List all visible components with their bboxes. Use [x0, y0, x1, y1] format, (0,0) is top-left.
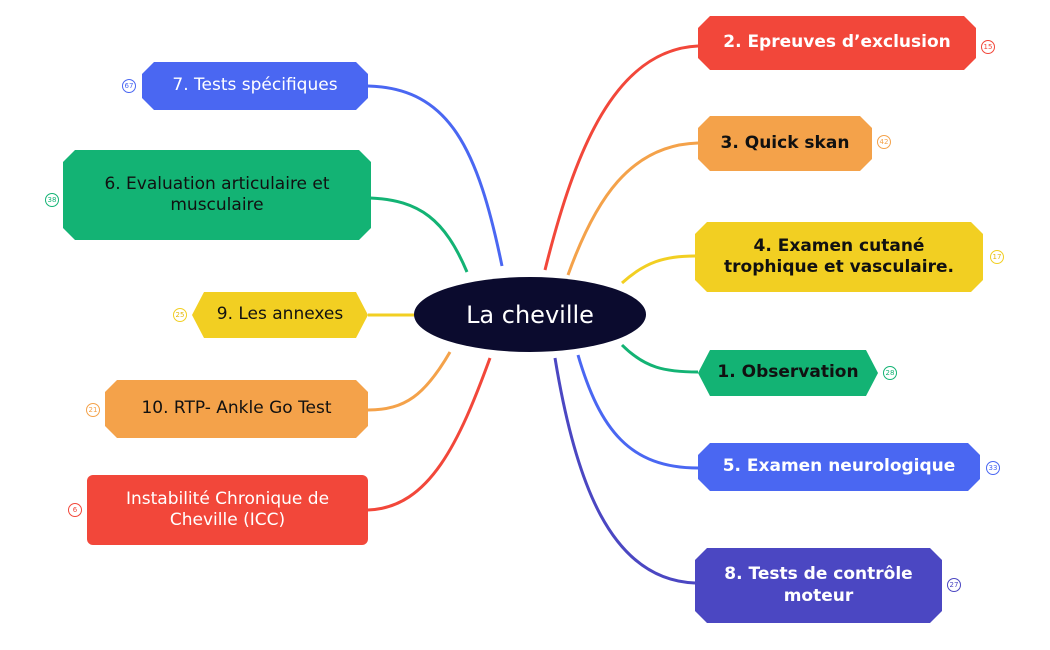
- count-badge[interactable]: 6: [68, 503, 82, 517]
- count-badge[interactable]: 25: [173, 308, 187, 322]
- topic-4-examen-cutane[interactable]: 4. Examen cutané trophique et vasculaire…: [695, 222, 983, 292]
- topic-label: 2. Epreuves d’exclusion: [723, 32, 951, 53]
- central-topic-label: La cheville: [466, 300, 594, 329]
- connector-icc: [367, 357, 492, 512]
- topic-10-rtp-ankle-go-test[interactable]: 10. RTP- Ankle Go Test: [105, 380, 368, 438]
- topic-label: 4. Examen cutané trophique et vasculaire…: [724, 235, 954, 277]
- topic-instabilite-chronique[interactable]: Instabilité Chronique de Cheville (ICC): [87, 475, 368, 545]
- count-badge[interactable]: 33: [986, 461, 1000, 475]
- connector-4: [620, 254, 696, 285]
- topic-label: Instabilité Chronique de Cheville (ICC): [125, 488, 330, 530]
- count-badge[interactable]: 21: [86, 403, 100, 417]
- connector-10: [367, 351, 452, 412]
- topic-label: 1. Observation: [717, 362, 859, 383]
- connector-7: [367, 84, 504, 267]
- connector-3: [566, 141, 699, 276]
- count-badge[interactable]: 38: [45, 193, 59, 207]
- topic-3-quick-skan[interactable]: 3. Quick skan: [698, 116, 872, 171]
- topic-label: 9. Les annexes: [216, 304, 344, 325]
- topic-label: 7. Tests spécifiques: [172, 75, 338, 96]
- connector-8: [553, 357, 696, 585]
- topic-label: 5. Examen neurologique: [722, 456, 956, 477]
- count-badge[interactable]: 27: [947, 578, 961, 592]
- topic-label: 3. Quick skan: [720, 132, 850, 153]
- connector-5: [576, 354, 699, 470]
- count-badge[interactable]: 15: [981, 40, 995, 54]
- topic-5-examen-neurologique[interactable]: 5. Examen neurologique: [698, 443, 980, 491]
- central-topic[interactable]: La cheville: [414, 277, 646, 352]
- connector-6: [369, 196, 469, 273]
- topic-label: 6. Evaluation articulaire et musculaire: [104, 173, 330, 215]
- topic-7-tests-specifiques[interactable]: 7. Tests spécifiques: [142, 62, 368, 110]
- topic-label: 10. RTP- Ankle Go Test: [141, 398, 332, 419]
- topic-label: 8. Tests de contrôle moteur: [724, 564, 913, 606]
- connector-1: [620, 343, 699, 374]
- topic-9-les-annexes[interactable]: 9. Les annexes: [192, 292, 368, 338]
- topic-6-evaluation-articulaire[interactable]: 6. Evaluation articulaire et musculaire: [63, 150, 371, 240]
- count-badge[interactable]: 17: [990, 250, 1004, 264]
- count-badge[interactable]: 28: [883, 366, 897, 380]
- count-badge[interactable]: 67: [122, 79, 136, 93]
- topic-2-epreuves-exclusion[interactable]: 2. Epreuves d’exclusion: [698, 16, 976, 70]
- topic-1-observation[interactable]: 1. Observation: [698, 350, 878, 396]
- topic-8-tests-controle-moteur[interactable]: 8. Tests de contrôle moteur: [695, 548, 942, 623]
- count-badge[interactable]: 42: [877, 135, 891, 149]
- connector-2: [543, 44, 699, 271]
